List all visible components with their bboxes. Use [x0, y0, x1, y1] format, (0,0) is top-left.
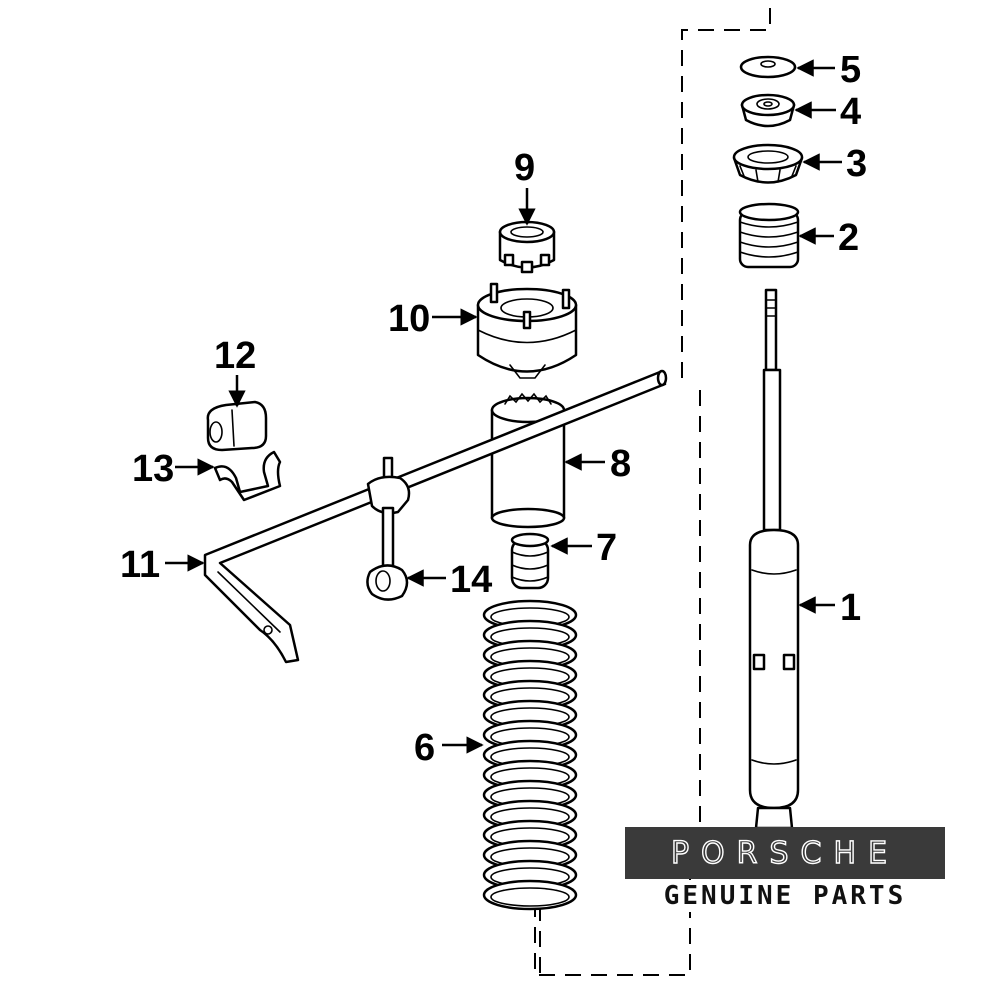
callout-13: 13: [132, 448, 174, 490]
spring-coil-inner: [490, 887, 570, 907]
callout-11: 11: [120, 544, 160, 586]
brand-tagline: GENUINE PARTS: [628, 880, 942, 912]
bushing-bracket-part: [213, 450, 282, 502]
leader-lines: [165, 59, 842, 754]
callout-9: 9: [514, 147, 535, 189]
stabilizer-bushing-part: [206, 400, 268, 452]
callout-2: 2: [838, 217, 859, 259]
stabilizer-bar-part: [203, 369, 668, 664]
callout-5: 5: [840, 49, 861, 91]
bushing-part: [740, 93, 796, 128]
bump-stop-part: [738, 202, 800, 269]
callout-14: 14: [450, 559, 492, 601]
slotted-nut-part: [732, 143, 804, 184]
washer-part: [739, 55, 797, 79]
callout-12: 12: [214, 335, 256, 377]
callout-8: 8: [610, 443, 631, 485]
callout-4: 4: [840, 91, 861, 133]
callout-7: 7: [596, 527, 617, 569]
callout-6: 6: [414, 727, 435, 769]
shock-absorber-part: [748, 288, 800, 830]
coil-spring-part: [482, 599, 578, 911]
strut-mount-part: [476, 282, 578, 379]
upper-mount-ring-part: [498, 220, 556, 274]
callout-3: 3: [846, 143, 867, 185]
assembly-guide-right: [534, 8, 771, 976]
callout-1: 1: [840, 587, 861, 629]
spring-coil: [482, 879, 578, 911]
callout-numbers: 1 2 3 4 5 6 7 8 9 10 11 12 13 14: [120, 49, 867, 769]
callout-10: 10: [388, 298, 430, 340]
brand-wordmark: PORSCHE: [670, 835, 900, 871]
brand-logo: PORSCHE: [625, 827, 945, 879]
jounce-bumper-part: [510, 532, 550, 590]
stabilizer-link-part: [366, 456, 411, 601]
